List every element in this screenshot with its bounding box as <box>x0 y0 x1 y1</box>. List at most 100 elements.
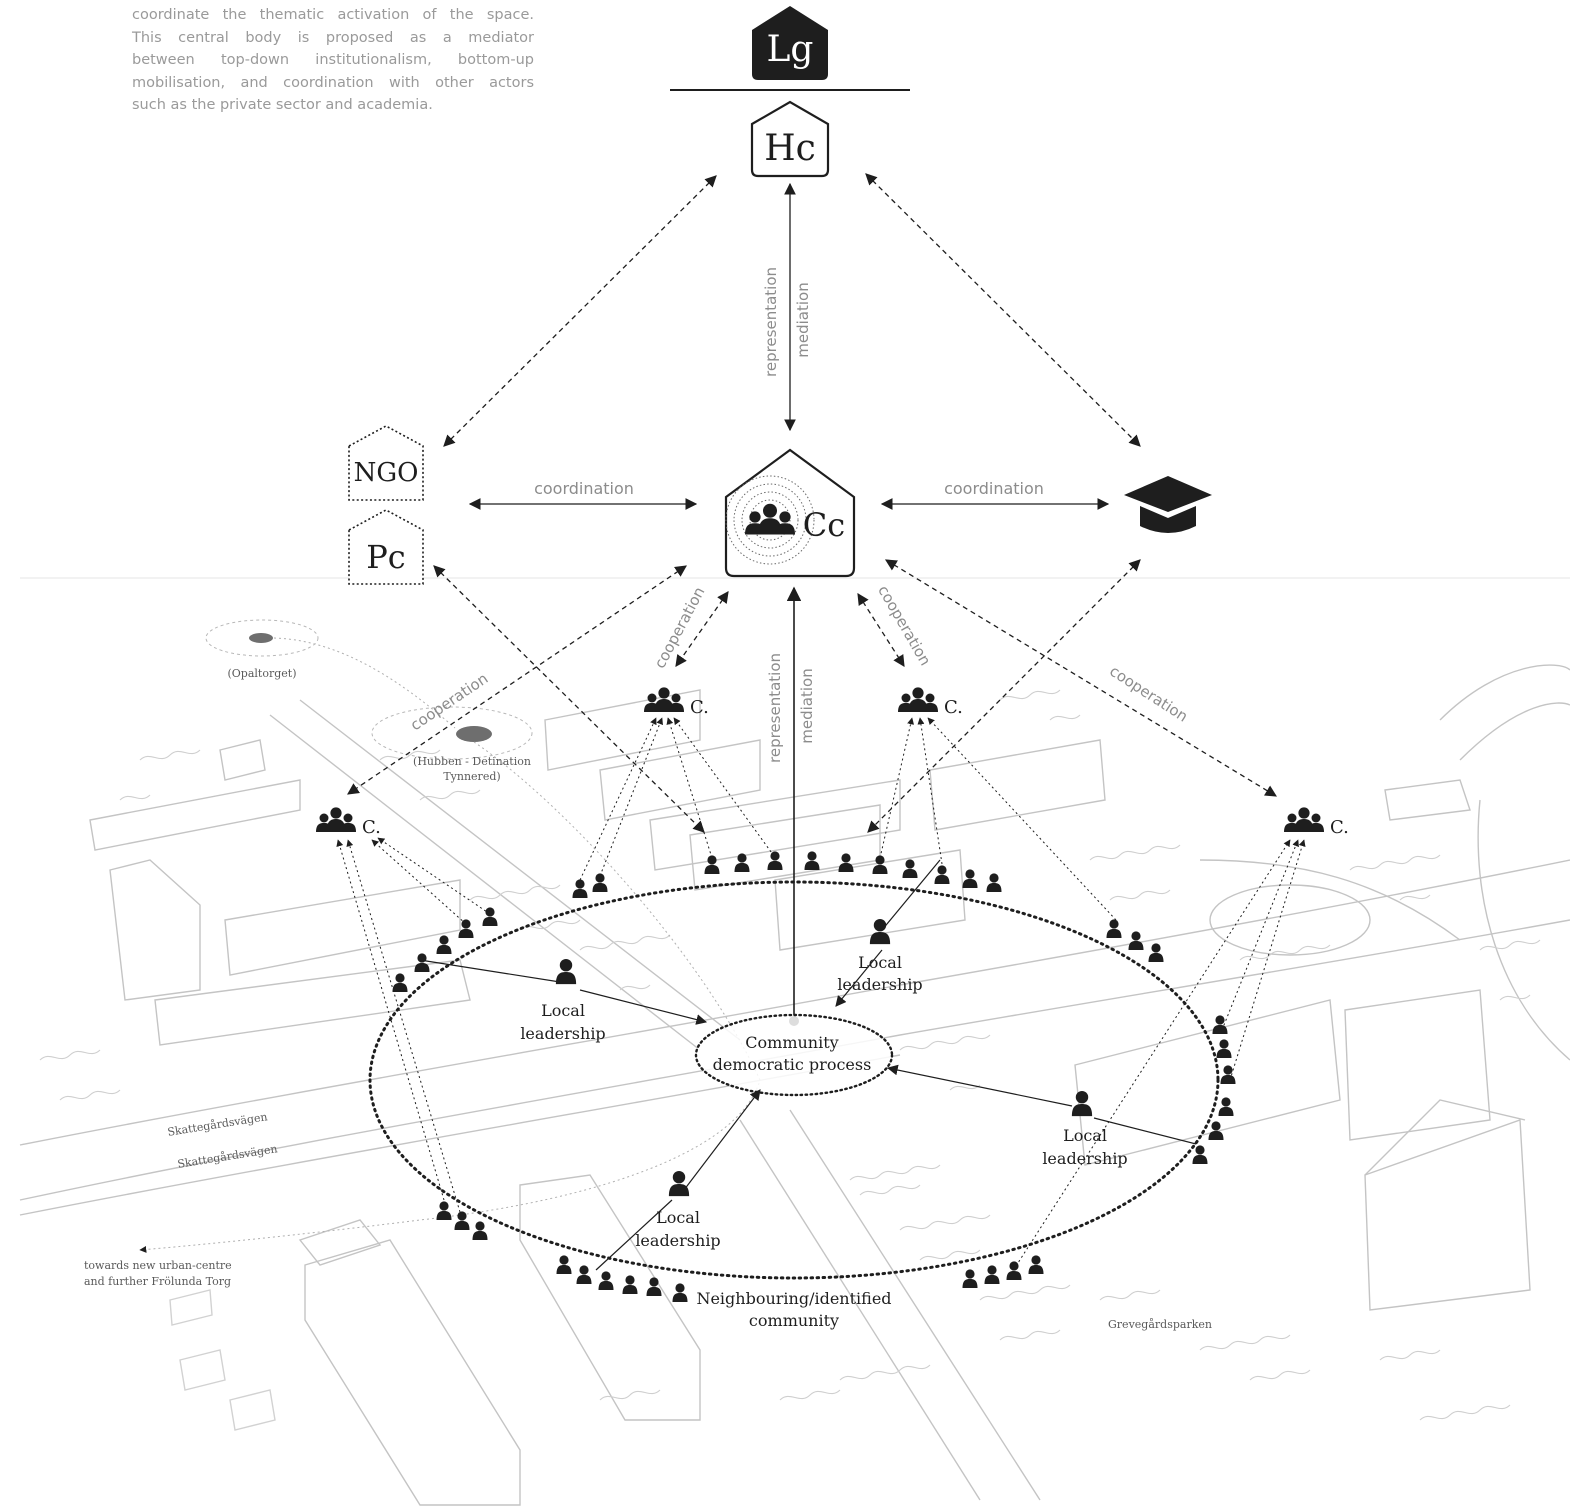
hubben-label-line1: (Hubben - Detination <box>413 755 531 768</box>
resident-icon <box>598 1271 614 1290</box>
pc-label: Pc <box>366 538 405 576</box>
resident-icon <box>622 1275 638 1294</box>
community-label: C. <box>944 697 963 718</box>
community-label: C. <box>1330 817 1349 838</box>
resident-icon <box>472 1221 488 1240</box>
leader-label-line2: leadership <box>837 975 922 994</box>
community-group-2: C. <box>898 687 963 718</box>
hubben-marker <box>456 726 492 742</box>
leader-label-line2: leadership <box>635 1231 720 1250</box>
community-group-4: C. <box>1284 807 1349 838</box>
cc-label: Cc <box>803 506 845 544</box>
leader-left: Local leadership <box>520 958 606 1043</box>
community-group-3: C. <box>316 807 381 838</box>
resident-icon <box>436 935 452 954</box>
resident-icon <box>962 1269 978 1288</box>
resident-icon <box>646 1277 662 1296</box>
process-label-line2: democratic process <box>713 1055 872 1074</box>
resident-icon <box>1192 1145 1208 1164</box>
label-coordination-right: coordination <box>944 479 1044 498</box>
resident-icon <box>902 859 918 878</box>
resident-icon <box>872 855 888 874</box>
resident-icon <box>576 1265 592 1284</box>
cooperation-links <box>347 559 1278 833</box>
leader-bottom: Local leadership <box>635 1170 721 1250</box>
resident-icon <box>986 873 1002 892</box>
resident-icon <box>436 1201 452 1220</box>
leader-label-line1: Local <box>541 1001 585 1020</box>
label-representation-top: representation <box>762 267 780 377</box>
resident-icon <box>1212 1015 1228 1034</box>
resident-icon <box>804 851 820 870</box>
resident-icon <box>592 873 608 892</box>
resident-icon <box>1220 1065 1236 1084</box>
community-label: C. <box>362 817 381 838</box>
opaltorget-marker <box>249 633 273 643</box>
towards-label-line2: and further Frölunda Torg <box>84 1275 231 1288</box>
resident-icon <box>1216 1039 1232 1058</box>
intro-line: such as the private sector and academia. <box>132 97 433 113</box>
intro-line: coordinate the thematic activation of th… <box>132 7 534 23</box>
neighbourhood-boundary <box>368 880 1220 1280</box>
private-company-node: Pc <box>348 509 424 585</box>
resident-icon <box>392 973 408 992</box>
neighbour-label-line2: community <box>749 1311 839 1330</box>
community-label: C. <box>690 697 709 718</box>
resident-icon <box>458 919 474 938</box>
ngo-node: NGO <box>348 425 424 501</box>
resident-icon <box>934 865 950 884</box>
leader-label-line2: leadership <box>1042 1149 1127 1168</box>
resident-icon <box>556 1255 572 1274</box>
road-label-2: Skattegårdsvägen <box>177 1142 279 1171</box>
intro-line: mobilisation, and coordination with othe… <box>132 74 534 91</box>
label-mediation-top: mediation <box>794 282 812 357</box>
label-cooperation-center-right: cooperation <box>874 582 934 668</box>
resident-icon <box>704 855 720 874</box>
label-cooperation-right: cooperation <box>1106 662 1191 726</box>
intro-line: between top-down institutionalism, botto… <box>132 52 534 68</box>
label-cooperation-center-left: cooperation <box>651 584 709 671</box>
resident-links <box>336 717 1306 1267</box>
resident-icon <box>1028 1255 1044 1274</box>
label-representation-lower: representation <box>766 653 784 763</box>
ngo-label: NGO <box>354 458 419 488</box>
resident-icon <box>672 1283 688 1302</box>
label-cooperation-left: cooperation <box>407 669 491 734</box>
resident-icon <box>1218 1097 1234 1116</box>
intro-line: This central body is proposed as a media… <box>132 29 534 46</box>
label-coordination-left: coordination <box>534 479 634 498</box>
opaltorget-label: (Opaltorget) <box>228 667 297 680</box>
resident-icon <box>1148 943 1164 962</box>
leader-label-line1: Local <box>858 953 902 972</box>
neighbour-label-line1: Neighbouring/identified <box>696 1289 891 1308</box>
leader-top: Local leadership <box>837 918 923 994</box>
lg-label: Lg <box>767 29 814 70</box>
hc-label: Hc <box>764 128 816 169</box>
community-group-1: C. <box>644 687 709 718</box>
resident-icon <box>962 869 978 888</box>
hc-ngo-link <box>443 175 717 447</box>
resident-icon <box>838 853 854 872</box>
intro-paragraph: coordinate the thematic activation of th… <box>132 4 534 117</box>
hc-academia-link <box>865 173 1141 447</box>
leader-label-line1: Local <box>656 1208 700 1227</box>
council-chamber-rings <box>725 475 815 565</box>
leadership-links <box>419 859 1197 1271</box>
resident-icon <box>767 851 783 870</box>
process-label-line1: Community <box>745 1033 838 1052</box>
label-mediation-lower: mediation <box>798 668 816 743</box>
leader-label-line2: leadership <box>520 1024 605 1043</box>
graduation-cap-icon <box>1124 476 1212 533</box>
local-government-node: Lg <box>752 6 828 80</box>
community-process-node: Community democratic process <box>694 1013 894 1097</box>
towards-label-line1: towards new urban-centre <box>84 1259 232 1272</box>
resident-icon <box>1128 931 1144 950</box>
community-council-node: Cc <box>724 448 856 578</box>
leader-label-line1: Local <box>1063 1126 1107 1145</box>
resident-icon <box>1106 919 1122 938</box>
resident-icon <box>572 879 588 898</box>
resident-icon <box>984 1265 1000 1284</box>
resident-icon <box>414 953 430 972</box>
leader-right: Local leadership <box>1042 1090 1128 1168</box>
